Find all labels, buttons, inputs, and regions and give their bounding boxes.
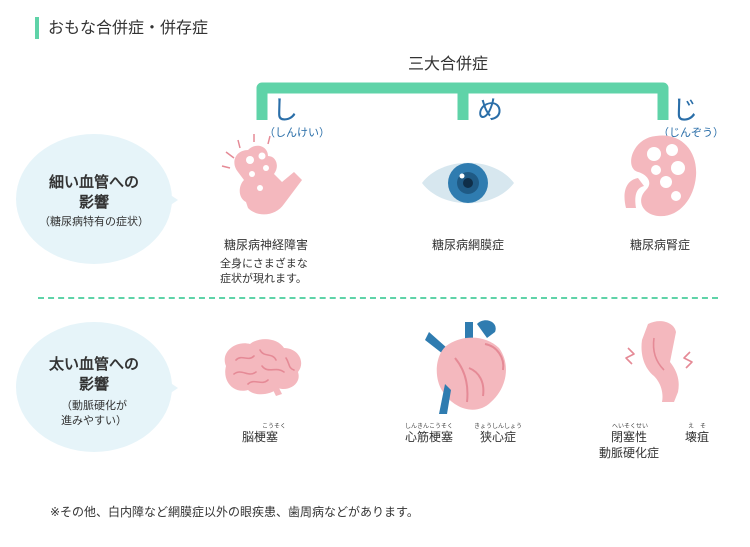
leg-icon xyxy=(625,321,693,402)
section-divider xyxy=(38,297,718,299)
retinopathy-label: 糖尿病網膜症 xyxy=(431,238,504,252)
brain-icon xyxy=(224,339,302,396)
eye-icon xyxy=(422,162,514,204)
nephropathy-label: 糖尿病腎症 xyxy=(629,238,690,252)
neuropathy-note-1: 全身にさまざまな xyxy=(220,257,308,270)
stroke-label: 脳梗塞 xyxy=(241,430,278,444)
gangrene-ruby: え そ xyxy=(687,423,706,430)
neuropathy-note-2: 症状が現れます。 xyxy=(220,272,307,285)
neuropathy-label: 糖尿病神経障害 xyxy=(223,238,308,252)
mi-ruby: しんきんこうそく xyxy=(404,423,453,430)
angina-label: 狭心症 xyxy=(479,430,516,444)
nerve-hand-icon xyxy=(221,134,302,215)
large-vessel-subtitle-2: 進みやすい） xyxy=(61,414,127,427)
small-vessel-title-1: 細い血管への xyxy=(48,173,139,191)
large-vessel-bubble xyxy=(16,322,172,452)
large-vessel-title-1: 太い血管への xyxy=(48,355,139,373)
large-vessel-bubble-tail xyxy=(166,380,178,396)
footnote: ※その他、白内障など網膜症以外の眼疾患、歯周病などがあります。 xyxy=(50,505,419,519)
small-vessel-bubble-tail xyxy=(166,192,178,208)
page-title: おもな合併症・併存症 xyxy=(48,18,209,37)
kana-me: め xyxy=(477,96,504,126)
angina-ruby: きょうしんしょう xyxy=(473,423,522,430)
small-vessel-subtitle: （糖尿病特有の症状） xyxy=(39,215,149,228)
heart-icon xyxy=(425,320,506,414)
major-complications-heading: 三大合併症 xyxy=(408,54,489,73)
title-accent-bar xyxy=(35,17,39,39)
stroke-ruby: こうそく xyxy=(261,423,286,430)
pad-ruby: へいそくせい xyxy=(611,423,648,430)
kana-ji: じ xyxy=(672,96,699,126)
small-vessel-title-2: 影響 xyxy=(78,193,109,211)
pad-label-1: 閉塞性 xyxy=(610,430,647,444)
kana-shi: し xyxy=(272,96,299,126)
gangrene-label: 壊疽 xyxy=(684,430,709,444)
kana-ji-reading: （じんぞう） xyxy=(658,126,724,139)
mi-label: 心筋梗塞 xyxy=(404,430,453,444)
small-vessel-bubble xyxy=(16,134,172,264)
large-vessel-title-2: 影響 xyxy=(78,375,109,393)
kidney-icon xyxy=(624,135,697,217)
large-vessel-subtitle-1: （動脈硬化が xyxy=(61,399,127,412)
kana-shi-reading: （しんけい） xyxy=(264,126,330,139)
pad-label-2: 動脈硬化症 xyxy=(598,446,659,460)
